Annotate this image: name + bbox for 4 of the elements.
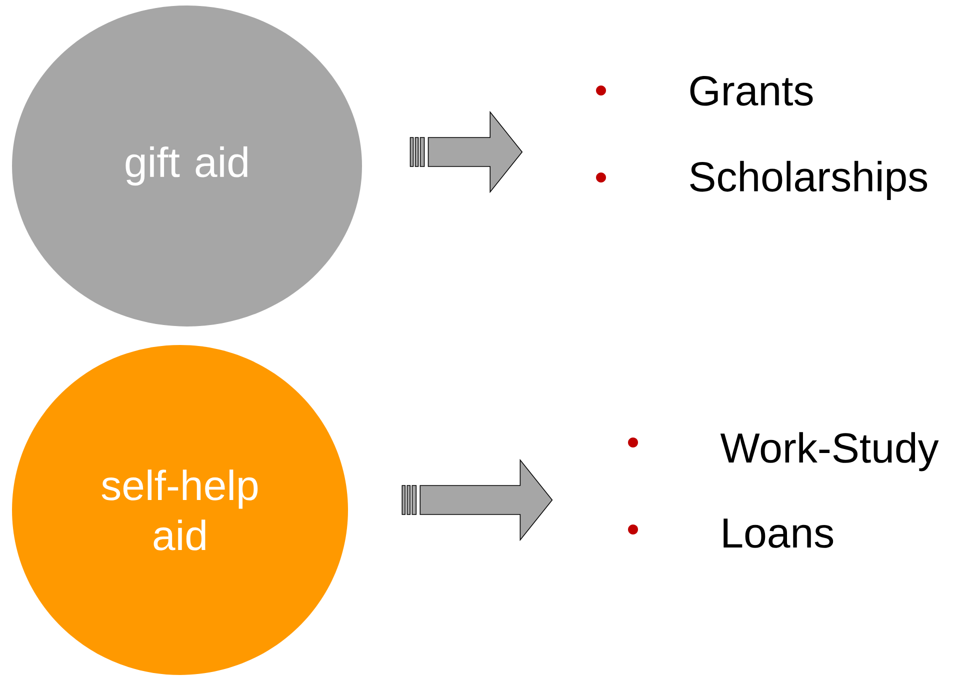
block-arrow [410, 110, 523, 194]
block-arrow [402, 458, 553, 542]
bullet-list: Grants Scholarships [690, 76, 928, 200]
bullet-list: Work-Study Loans [720, 432, 939, 548]
